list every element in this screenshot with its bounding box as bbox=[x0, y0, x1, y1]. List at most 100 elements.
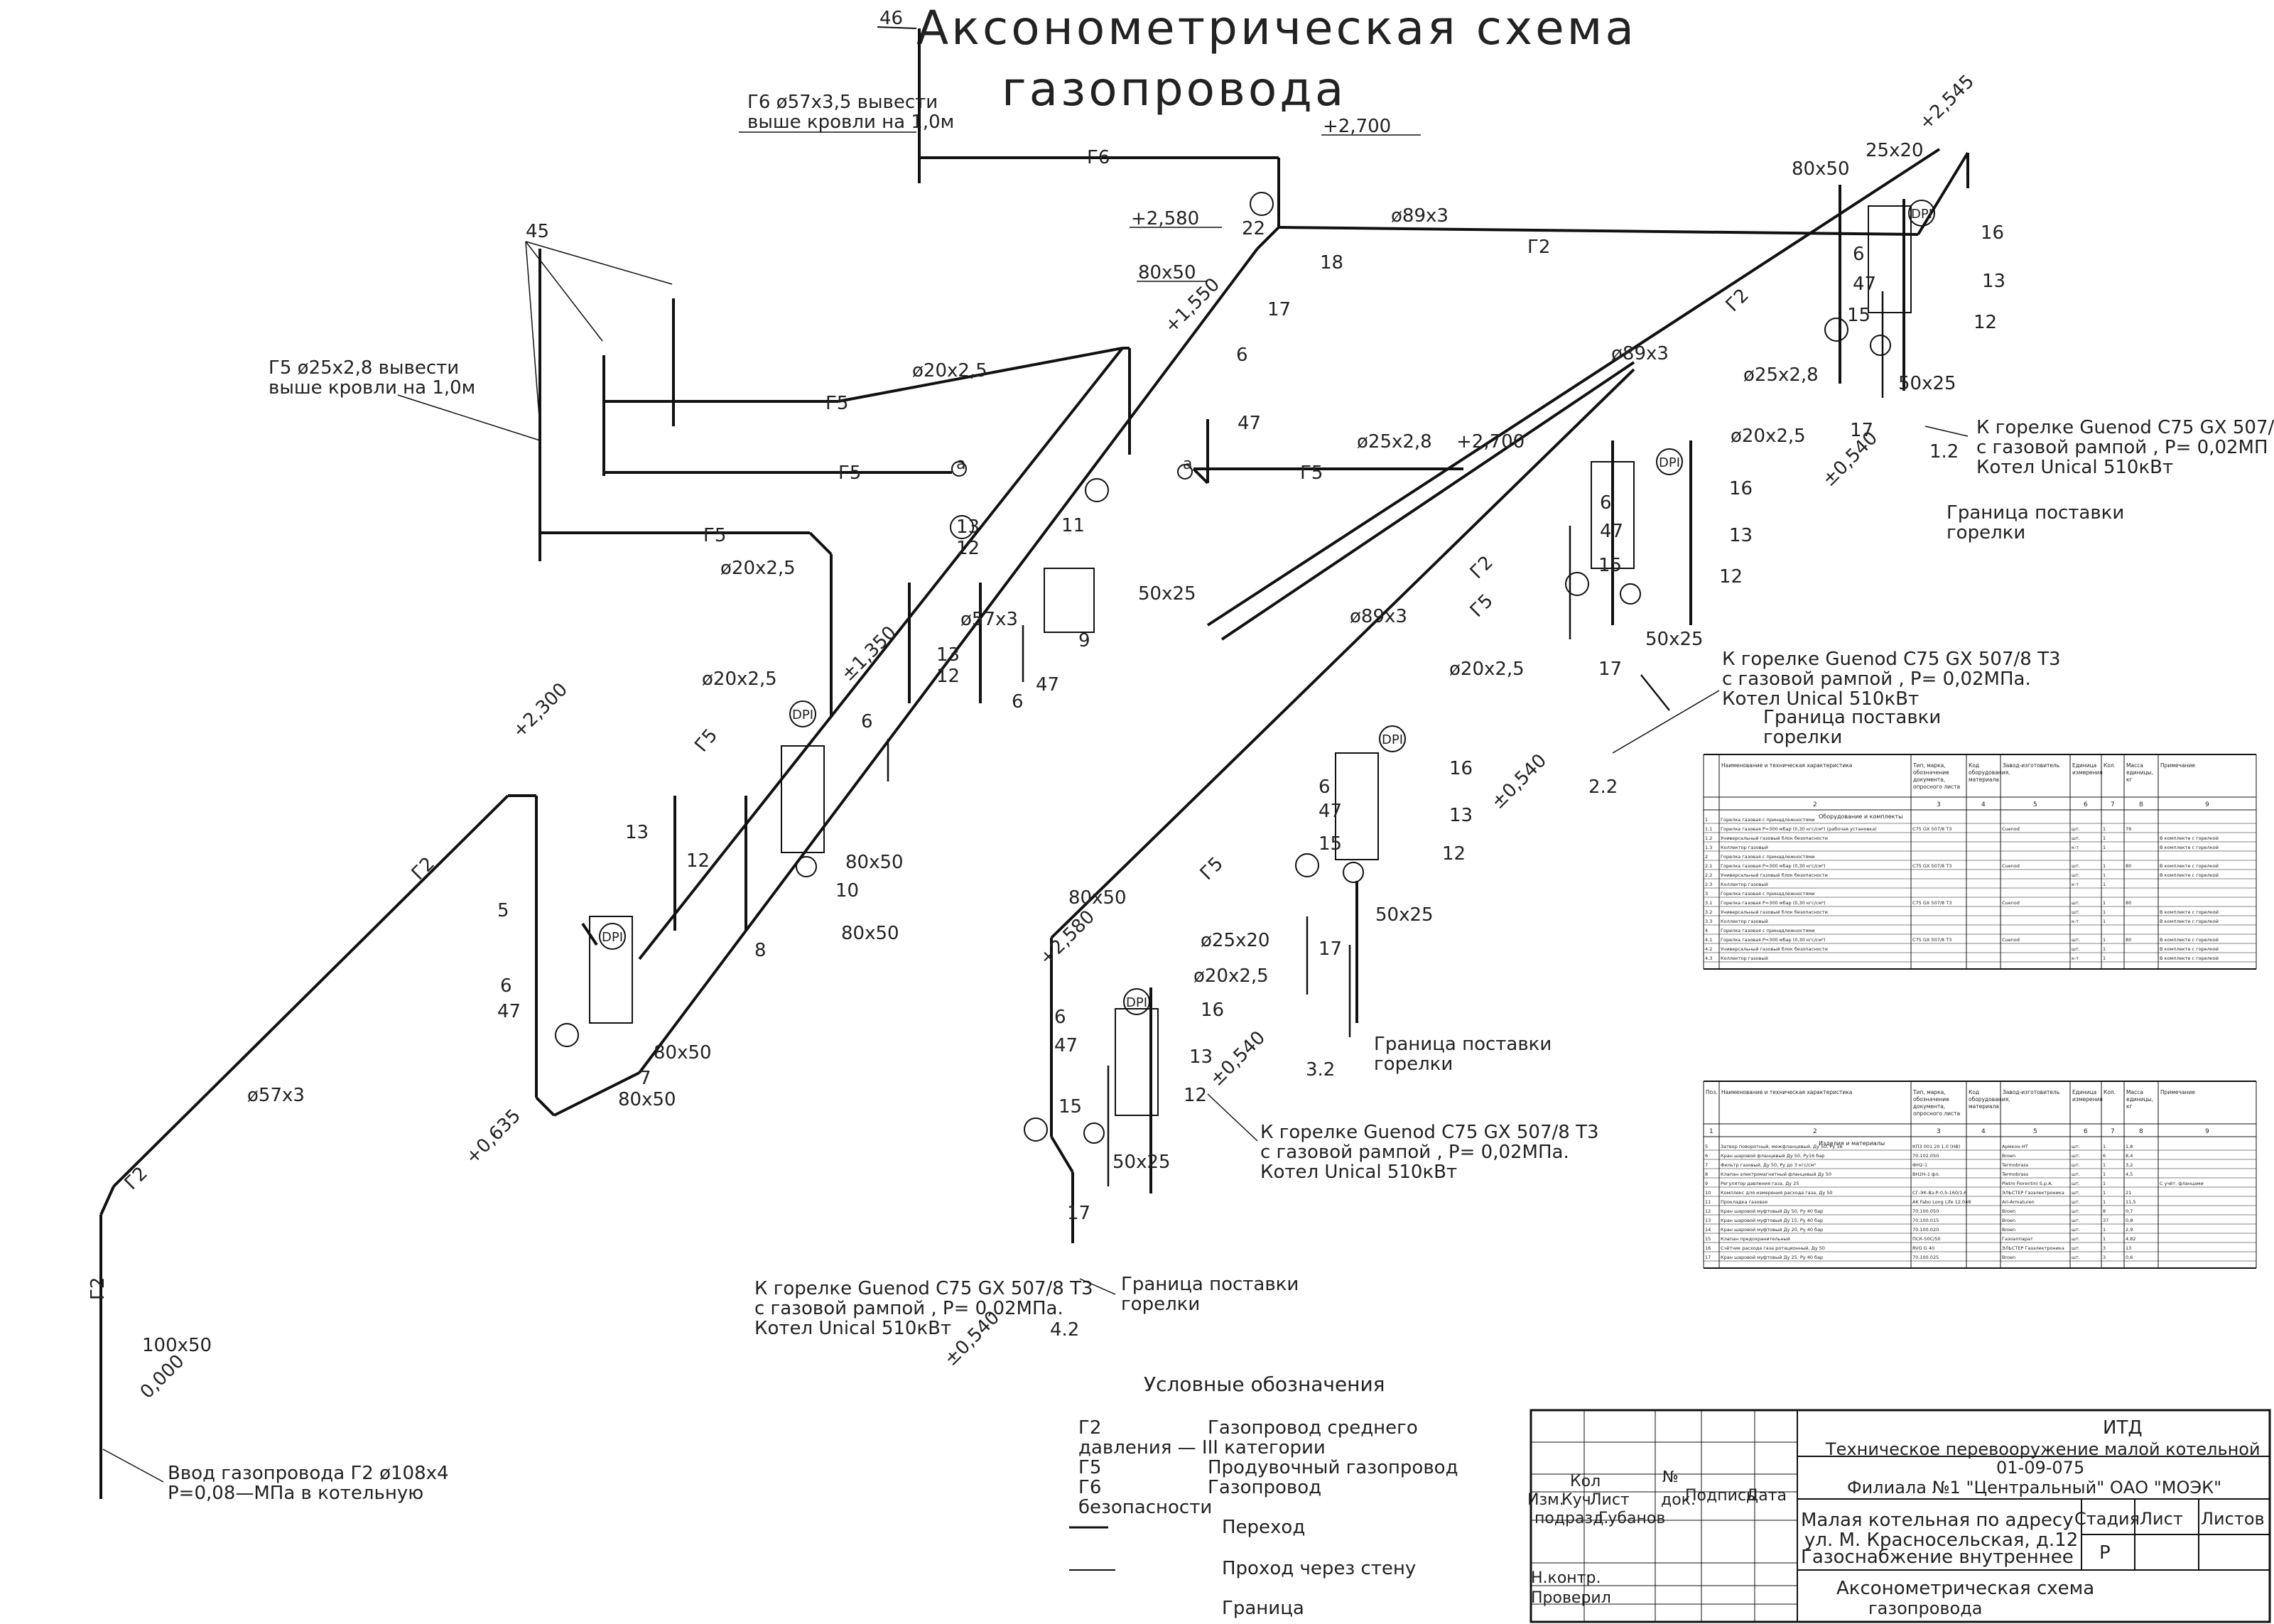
table-row-cell: Горелка газовая с принадлежностями bbox=[1721, 891, 1814, 897]
dpi-label-4: DPI bbox=[1382, 732, 1403, 747]
table-row-cell: Горелка газовая с принадлежностями bbox=[1721, 817, 1814, 823]
table-row-cell: 80 bbox=[2126, 937, 2131, 943]
legend-wall: Проход через стену bbox=[1222, 1558, 1416, 1579]
specification-table: Наименование и техническая характеристик… bbox=[1703, 754, 2257, 1269]
table-row-cell: КПЗ 001 20 1.0 (НВ) bbox=[1912, 1144, 1960, 1149]
table-row-cell: 1 bbox=[2103, 882, 2106, 887]
legend-g6-text-1: Газопровод bbox=[1208, 1477, 1321, 1498]
elevation-2700-b: +2,700 bbox=[1456, 431, 1525, 453]
table-header: опросного листа bbox=[1913, 784, 1960, 790]
table-column-number: 2 bbox=[1813, 801, 1817, 808]
reducer-80x50-5: 80x50 bbox=[618, 1089, 676, 1110]
callout-16-b: 15 bbox=[1319, 833, 1342, 855]
table-row-cell: 1 bbox=[2103, 1199, 2106, 1205]
table-column-number: 7 bbox=[2111, 1128, 2115, 1135]
callout-12-c: 12 bbox=[686, 850, 710, 872]
g2-pipe-label-3: Г2 bbox=[121, 1163, 152, 1194]
title-block-checked: Проверил bbox=[1531, 1589, 1611, 1607]
table-row-cell: шт. bbox=[2072, 1153, 2080, 1159]
title-block-col-list: Лист bbox=[1590, 1491, 1630, 1509]
g5-note-2: выше кровли на 1,0м bbox=[269, 377, 475, 399]
table-row-cell: 1.2 bbox=[1705, 835, 1712, 841]
elevation-1350: ±1,350 bbox=[838, 622, 901, 686]
table-column-number: 8 bbox=[2139, 1128, 2143, 1135]
legend-g2-text-2: давления — III категории bbox=[1078, 1437, 1326, 1458]
g6-note-2: выше кровли на 1,0м bbox=[747, 112, 954, 133]
table-row-cell: 3 bbox=[2103, 1255, 2106, 1260]
table-row-cell: 21 bbox=[2126, 1190, 2131, 1196]
table-row-cell: 13 bbox=[2126, 1245, 2131, 1251]
diameter-20-1: ø20x2,5 bbox=[912, 360, 987, 381]
table-row-cell: 4.1 bbox=[1705, 937, 1712, 943]
table-header: опросного листа bbox=[1913, 1110, 1960, 1117]
burner-b-line-2: с газовой рампой , Р= 0,02МПа. bbox=[1722, 668, 2031, 690]
table-row-cell: Кран шаровой фланцевый Ду 50, Ру16 бар bbox=[1721, 1153, 1824, 1159]
title-block-drawing-name-1: Аксонометрическая схема bbox=[1836, 1578, 2094, 1599]
table-row-cell: Ari-Armaturen bbox=[2002, 1199, 2035, 1205]
g2-pipe-label-5: Г2 bbox=[1722, 285, 1753, 316]
table-row-cell: 8 bbox=[2103, 1208, 2106, 1214]
border-a-line-2: горелки bbox=[1121, 1294, 1200, 1315]
callout-6-g: 6 bbox=[1853, 244, 1865, 265]
g5-pipe-label-7: Г5 bbox=[1196, 853, 1228, 884]
border-d-line-2: горелки bbox=[1947, 522, 2025, 543]
table-row-cell: шт. bbox=[2072, 1162, 2080, 1168]
table-row-cell: Termobrass bbox=[2001, 1162, 2029, 1168]
table-row-cell: Счётчик расхода газа ротационный, Ду 50 bbox=[1721, 1245, 1825, 1251]
table-row-cell: Pietro Fiorentini S.p.A. bbox=[2002, 1181, 2053, 1186]
table-row-cell: Cuenod bbox=[2002, 937, 2020, 943]
table-column-number: 7 bbox=[2111, 801, 2115, 808]
table-row-cell: Армкон-НТ bbox=[2002, 1144, 2028, 1149]
table-column-number: 8 bbox=[2139, 801, 2143, 808]
table-row-cell: 2.3 bbox=[1705, 882, 1712, 887]
border-a-line-1: Граница поставки bbox=[1121, 1274, 1299, 1295]
g2-pipe-label-6: Г2 bbox=[1466, 552, 1498, 583]
table-row-cell: 70.100.025 bbox=[1912, 1255, 1939, 1260]
border-c-line-1: Граница поставки bbox=[1374, 1034, 1552, 1055]
table-row-cell: Горелка газовая Р=300 мбар (0,30 кгс/см²… bbox=[1721, 900, 1826, 906]
title-block-project-2: Филиала №1 "Центральный" ОАО "МОЭК" bbox=[1847, 1478, 2221, 1498]
inlet-note-1: Ввод газопровода Г2 ø108x4 bbox=[168, 1463, 449, 1484]
table-row-cell: 10 bbox=[1705, 1190, 1711, 1196]
table-row-cell: Комплекс для измерения расхода газа, Ду … bbox=[1721, 1190, 1833, 1196]
table-row-cell: 80 bbox=[2126, 863, 2131, 869]
g2-pipe-label-1: Г2 bbox=[1527, 237, 1550, 258]
table-column-number: 9 bbox=[2205, 801, 2209, 808]
dpi-markers: DPI DPI DPI DPI DPI DPI bbox=[599, 200, 1935, 1015]
table-row-cell: 3 bbox=[2103, 1245, 2106, 1251]
diameter-89-2: ø89x3 bbox=[1611, 343, 1669, 364]
table-header: Масса bbox=[2126, 1089, 2143, 1095]
table-header: кг bbox=[2126, 776, 2133, 783]
table-row-cell: В комплекте с горелкой bbox=[2160, 845, 2219, 850]
title-block-itd: ИТД bbox=[2103, 1417, 2143, 1439]
callout-15: 18 bbox=[1320, 252, 1343, 274]
a-marker-1: а bbox=[956, 455, 965, 473]
table-row-cell: 4,5 bbox=[2126, 1171, 2133, 1177]
table-row-cell: 8 bbox=[1705, 1171, 1708, 1177]
table-row-cell: Универсальный газовый блок безопасности bbox=[1721, 872, 1828, 878]
table-row-cell: 1 bbox=[2103, 1236, 2106, 1242]
callout-47-d: 47 bbox=[1319, 801, 1342, 822]
table-row-cell: к-т bbox=[2072, 845, 2079, 850]
table-row-cell: 70.102.050 bbox=[1912, 1153, 1939, 1159]
callout-16-c: 15 bbox=[1059, 1096, 1082, 1117]
title-block-stage-header: Стадия bbox=[2074, 1509, 2140, 1529]
title-block-col-num: № bbox=[1662, 1468, 1679, 1486]
callout-12-g: 12 bbox=[1973, 312, 1997, 333]
table-row-cell: Broen bbox=[2002, 1218, 2015, 1223]
position-1-2: 1.2 bbox=[1929, 441, 1959, 462]
table-row-cell: 11 bbox=[1705, 1199, 1711, 1205]
table-row-cell: 17 bbox=[1705, 1255, 1711, 1260]
title-block-col-doc: док. bbox=[1661, 1491, 1696, 1509]
table-row-cell: Газоаппарат bbox=[2002, 1236, 2033, 1242]
position-4-2: 4.2 bbox=[1050, 1319, 1079, 1341]
table-row-cell: ЭЛЬСТЕР Газэлектроника bbox=[2002, 1245, 2064, 1251]
position-2-2: 2.2 bbox=[1588, 776, 1618, 798]
dpi-label-3: DPI bbox=[1126, 995, 1147, 1010]
table-row-cell: В комплекте с горелкой bbox=[2160, 863, 2219, 869]
g2-pipe-label-2: Г2 bbox=[408, 853, 439, 884]
table-row-cell: В комплекте с горелкой bbox=[2160, 872, 2219, 878]
branch-pipes bbox=[887, 291, 1884, 1186]
table-row-cell: 3.3 bbox=[1705, 919, 1712, 924]
burner-c-line-2: с газовой рампой , Р= 0,02МПа. bbox=[1260, 1142, 1569, 1163]
